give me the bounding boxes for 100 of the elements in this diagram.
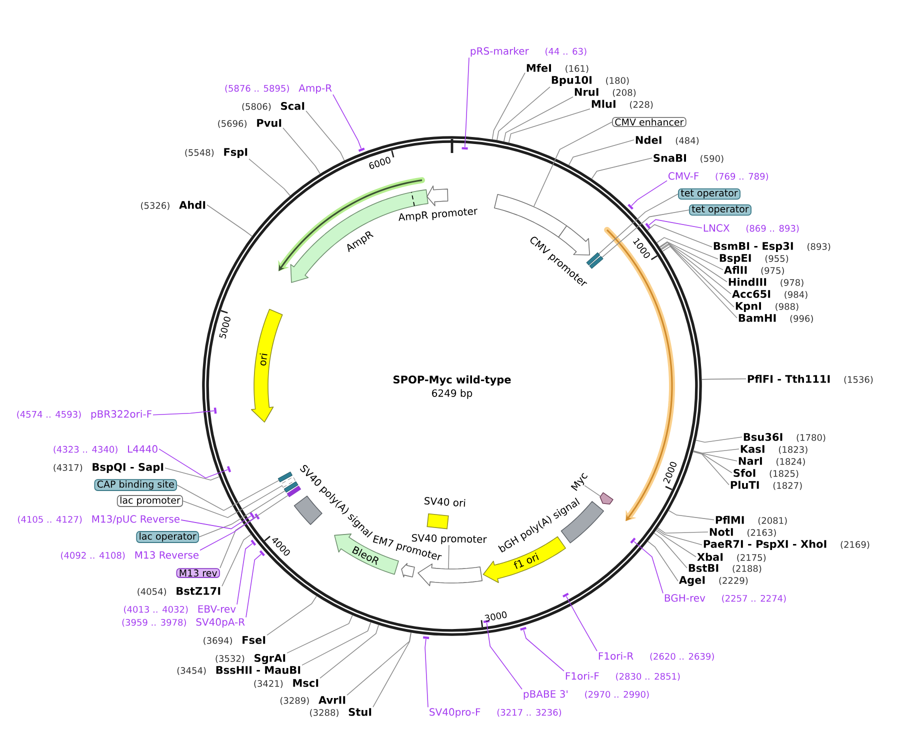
- leader-line: [659, 241, 724, 270]
- primer-position: (3959 .. 3978): [122, 618, 186, 627]
- cut-position: (984): [784, 290, 808, 299]
- enzyme-name: FspI: [224, 148, 248, 158]
- primer-mark: [250, 512, 255, 518]
- primer-position: (2830 .. 2851): [616, 672, 680, 681]
- primer-name: Amp-R: [298, 84, 332, 94]
- leader-line: [164, 468, 220, 481]
- cut-position: (1827): [773, 482, 802, 490]
- leader-line: [282, 127, 320, 174]
- leader-line: [158, 448, 228, 478]
- primer-position: (3217 .. 3236): [497, 708, 562, 717]
- primer-position: (4574 .. 4593): [17, 410, 81, 419]
- leader-line: [200, 516, 256, 551]
- leader-line: [591, 158, 652, 180]
- cut-position: (2163): [748, 528, 776, 537]
- leader-line: [266, 596, 317, 636]
- leader-line: [503, 96, 574, 142]
- cut-position: (180): [606, 76, 629, 85]
- cut-position: (2229): [719, 576, 748, 585]
- enzyme-name: FseI: [242, 636, 266, 644]
- cut-position: (5696): [218, 120, 246, 128]
- feature-stripe: [586, 252, 600, 266]
- scale-label: 3000: [484, 611, 507, 622]
- feature-tag: lac promoter: [116, 495, 183, 507]
- leader-line: [206, 204, 252, 237]
- leader-line: [566, 596, 598, 652]
- feature-tag: tet operator: [689, 204, 752, 216]
- leader-line: [198, 490, 286, 538]
- primer-position: (5876 .. 5895): [225, 84, 289, 93]
- enzyme-name: PflMI: [716, 516, 744, 524]
- primer-position: (869 .. 893): [746, 224, 799, 233]
- primer-name: M13/pUC Reverse: [92, 515, 180, 525]
- leader-line: [661, 244, 734, 308]
- enzyme-name: SnaBI: [654, 154, 686, 162]
- leader-line: [647, 224, 712, 248]
- primer-mark: [520, 626, 526, 631]
- leader-line: [332, 94, 362, 149]
- primer-mark: [630, 538, 636, 544]
- primer-mark: [483, 620, 490, 624]
- cut-position: (2081): [758, 516, 787, 525]
- cut-position: (3421): [254, 680, 283, 688]
- leader-line: [302, 622, 372, 666]
- enzyme-name: AflII: [724, 266, 747, 274]
- leader-line: [176, 480, 280, 511]
- plasmid-name: SPOP-Myc wild-type: [394, 375, 511, 386]
- primer-mark: [562, 592, 569, 598]
- leader-line: [222, 534, 252, 587]
- leader-line: [320, 624, 380, 679]
- enzyme-name: SfoI: [734, 468, 756, 477]
- leader-line: [631, 180, 668, 206]
- primer-name: BGH-rev: [664, 594, 706, 602]
- leader-line: [306, 110, 345, 161]
- cut-position: (161): [566, 64, 588, 73]
- leader-line: [424, 638, 428, 708]
- enzyme-name: AgeI: [678, 576, 705, 586]
- primer-position: (4092 .. 4108): [61, 552, 125, 560]
- enzyme-name: KpnI: [736, 302, 761, 312]
- leader-line: [701, 378, 746, 380]
- enzyme-name: StuI: [348, 708, 372, 716]
- primer-name: LNCX: [704, 224, 730, 232]
- enzyme-name: MfeI: [526, 64, 551, 72]
- enzyme-name: MluI: [592, 100, 616, 108]
- cut-position: (5548): [185, 148, 214, 157]
- cut-position: (2175): [737, 554, 766, 562]
- feature-block: [494, 194, 568, 238]
- enzyme-name: ScaI: [281, 102, 304, 110]
- leader-line: [346, 632, 412, 696]
- cut-position: (1536): [844, 376, 873, 384]
- feature-segment: [418, 564, 483, 586]
- feature-stripe: [280, 476, 296, 488]
- feature-segment: [600, 492, 614, 505]
- cut-position: (3694): [204, 636, 232, 645]
- leader-line: [668, 510, 714, 520]
- cut-position: (484): [676, 136, 699, 145]
- leader-line: [696, 436, 742, 443]
- leader-line: [534, 122, 612, 207]
- cut-position: (996): [790, 314, 813, 323]
- feature-tag: CAP binding site: [94, 479, 177, 491]
- enzyme-name: BsmBI - Esp3I: [714, 242, 793, 252]
- enzyme-name: Bpu10I: [552, 76, 592, 86]
- primer-name: F1ori-F: [566, 672, 599, 680]
- plasmid-length: 6249 bp: [432, 389, 472, 399]
- enzyme-name: XbaI: [697, 552, 723, 561]
- enzyme-name: BspEI: [720, 254, 751, 264]
- feature-tag: lac operator: [136, 531, 199, 543]
- scale-label: 5000: [219, 316, 230, 339]
- cut-position: (3289): [280, 696, 309, 705]
- cut-position: (1825): [770, 470, 798, 478]
- cut-position: (955): [765, 254, 788, 263]
- enzyme-name: PflFI - Tth111I: [748, 374, 830, 383]
- enzyme-name: AvrII: [318, 696, 346, 704]
- enzyme-name: NotI: [710, 528, 733, 536]
- cut-position: (1824): [776, 458, 805, 466]
- leader-line: [180, 516, 252, 530]
- enzyme-name: MscI: [293, 679, 318, 687]
- leader-line: [692, 448, 740, 454]
- cut-position: (3532): [216, 654, 244, 663]
- leader-line: [657, 528, 708, 534]
- primer-mark: [259, 550, 265, 556]
